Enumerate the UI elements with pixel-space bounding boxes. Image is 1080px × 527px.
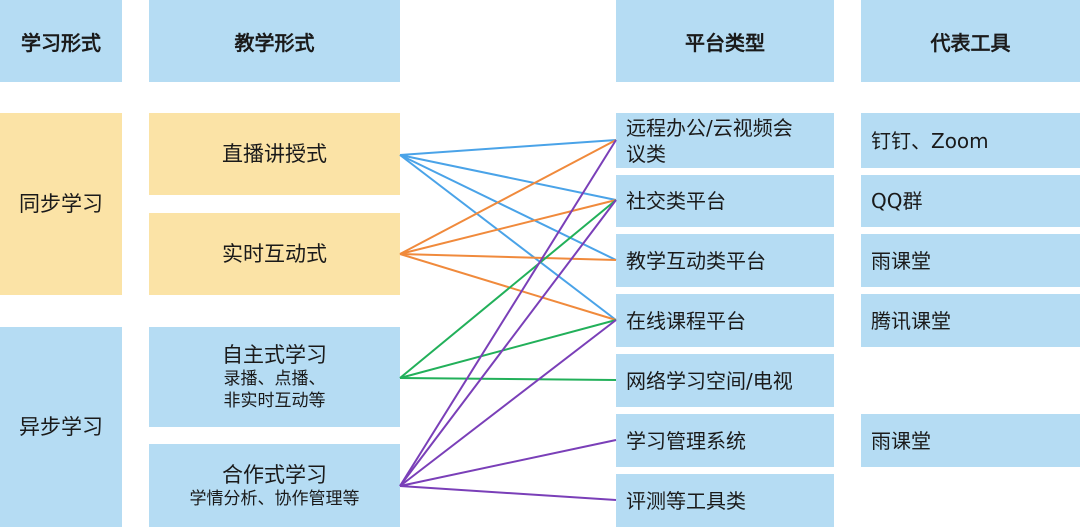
teaching-form-title: 直播讲授式 <box>222 142 327 166</box>
header-platform-type-label: 平台类型 <box>685 30 765 55</box>
connector-line <box>399 199 617 379</box>
connector-line <box>399 199 617 255</box>
header-platform-type: 平台类型 <box>616 0 834 82</box>
tool-tencent-classroom: 腾讯课堂 <box>861 294 1080 347</box>
platform-label: 远程办公/云视频会 <box>626 115 793 140</box>
connector-line <box>399 199 617 487</box>
header-learning-form: 学习形式 <box>0 0 122 82</box>
platform-label: 社交类平台 <box>626 189 726 213</box>
platform-label: 学习管理系统 <box>626 428 746 453</box>
connector-line <box>399 319 617 487</box>
teaching-form-title: 实时互动式 <box>222 242 327 266</box>
platform-assessment-tools: 评测等工具类 <box>616 474 834 527</box>
teaching-form-realtime-interactive: 实时互动式 <box>149 213 400 295</box>
platform-label: 教学互动类平台 <box>626 248 766 273</box>
teaching-form-title: 自主式学习 <box>222 343 327 367</box>
platform-lms: 学习管理系统 <box>616 414 834 467</box>
platform-label-line2: 议类 <box>626 141 666 166</box>
teaching-form-title: 合作式学习 <box>222 462 327 487</box>
connector-line <box>399 253 617 321</box>
teaching-form-subtitle: 录播、点播、 <box>223 369 326 389</box>
tool-rain-classroom-lms: 雨课堂 <box>861 414 1080 467</box>
connector-line <box>399 485 617 501</box>
tool-rain-classroom: 雨课堂 <box>861 234 1080 287</box>
platform-social: 社交类平台 <box>616 175 834 227</box>
teaching-form-live-lecture: 直播讲授式 <box>149 113 400 195</box>
tool-label: 雨课堂 <box>871 248 931 273</box>
teaching-form-cooperative: 合作式学习 学情分析、协作管理等 <box>149 444 400 527</box>
tool-label: QQ群 <box>871 189 923 213</box>
teaching-form-self-directed: 自主式学习 录播、点播、 非实时互动等 <box>149 327 400 427</box>
platform-label: 网络学习空间/电视 <box>626 368 793 393</box>
teaching-form-subtitle: 学情分析、协作管理等 <box>189 488 360 509</box>
connector-line <box>399 154 617 321</box>
learning-form-async-label: 异步学习 <box>19 415 103 439</box>
connector-line <box>399 154 617 261</box>
platform-label: 评测等工具类 <box>626 488 746 513</box>
header-tools-label: 代表工具 <box>930 30 1011 55</box>
connector-line <box>399 377 617 381</box>
header-teaching-form-label: 教学形式 <box>234 30 315 55</box>
platform-label: 在线课程平台 <box>626 308 746 333</box>
header-learning-form-label: 学习形式 <box>21 30 101 55</box>
header-tools: 代表工具 <box>861 0 1080 82</box>
platform-teaching-interaction: 教学互动类平台 <box>616 234 834 287</box>
connector-line <box>399 319 617 379</box>
connector-line <box>399 139 617 255</box>
connector-line <box>399 139 617 487</box>
platform-remote-office: 远程办公/云视频会 议类 <box>616 113 834 168</box>
connector-line <box>399 139 617 156</box>
tool-qq-group: QQ群 <box>861 175 1080 227</box>
connector-line <box>399 154 617 201</box>
learning-form-sync-label: 同步学习 <box>19 192 103 216</box>
platform-network-space-tv: 网络学习空间/电视 <box>616 354 834 407</box>
learning-form-async: 异步学习 <box>0 327 122 527</box>
tool-label: 钉钉、Zoom <box>871 128 989 153</box>
tool-dingtalk-zoom: 钉钉、Zoom <box>861 113 1080 168</box>
learning-form-sync: 同步学习 <box>0 113 122 295</box>
platform-online-course: 在线课程平台 <box>616 294 834 347</box>
connector-line <box>399 439 617 487</box>
connector-line <box>399 253 617 261</box>
teaching-form-subtitle: 非实时互动等 <box>223 391 326 411</box>
header-teaching-form: 教学形式 <box>149 0 400 82</box>
tool-label: 雨课堂 <box>871 428 931 453</box>
tool-label: 腾讯课堂 <box>871 308 951 333</box>
